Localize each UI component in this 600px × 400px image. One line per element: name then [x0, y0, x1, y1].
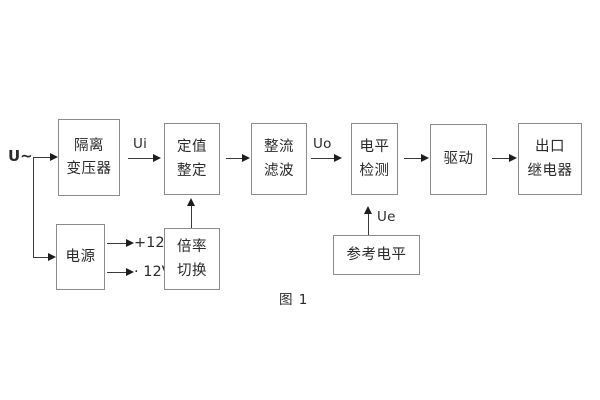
connector-source-to-transformer [33, 157, 51, 159]
arrow-rectify-to-level-detect [334, 154, 342, 162]
arrow-rail-positive [126, 239, 134, 247]
block-rectify-filter-line-2: 滤波 [264, 162, 294, 179]
block-ratio-switch: 倍率 切换 [164, 228, 220, 290]
block-power-supply-label: 电源 [65, 248, 96, 265]
connector-rail-negative [107, 272, 127, 274]
block-driver-label: 驱动 [443, 151, 474, 168]
block-isolation-transformer-line-1: 隔离 [74, 137, 104, 154]
block-level-detect: 电平 检测 [351, 123, 398, 195]
block-isolation-transformer: 隔离 变压器 [58, 119, 120, 196]
block-rectify-filter: 整流 滤波 [251, 123, 307, 195]
block-output-relay-line-2: 继电器 [527, 162, 573, 179]
block-setting-value-line-1: 定值 [177, 139, 207, 155]
block-setting-value-line-2: 整定 [177, 162, 207, 179]
block-isolation-transformer-line-2: 变压器 [66, 161, 112, 177]
connector-reference-to-level-detect [368, 213, 370, 235]
block-output-relay: 出口 继电器 [518, 123, 582, 195]
figure-caption: 图 1 [279, 292, 309, 308]
block-setting-value: 定值 整定 [164, 123, 220, 195]
block-level-detect-line-1: 电平 [359, 139, 390, 155]
connector-rail-positive [107, 243, 127, 245]
signal-label-ue: Ue [377, 209, 396, 225]
block-driver: 驱动 [430, 124, 487, 195]
block-ratio-switch-line-1: 倍率 [177, 239, 207, 255]
connector-level-detect-to-driver [404, 158, 422, 160]
connector-transformer-to-setting [128, 158, 154, 160]
arrow-reference-to-level-detect [364, 206, 372, 214]
rail-label-negative: · 12V [134, 264, 172, 280]
arrow-setting-to-rectify [242, 154, 250, 162]
arrow-level-detect-to-driver [421, 154, 429, 162]
connector-rectify-to-level-detect [311, 158, 335, 160]
arrow-source-to-power-supply [48, 253, 56, 261]
source-label-u: U~ [8, 147, 33, 165]
connector-ratio-switch-to-setting [191, 205, 193, 228]
arrow-source-to-transformer [50, 153, 58, 161]
arrow-transformer-to-setting [153, 154, 161, 162]
signal-label-ui: Ui [133, 136, 148, 152]
block-power-supply: 电源 [56, 224, 105, 290]
block-level-detect-line-2: 检测 [359, 162, 390, 179]
connector-setting-to-rectify [226, 158, 244, 160]
arrow-rail-negative [126, 268, 134, 276]
connector-driver-to-output-relay [492, 158, 510, 160]
arrow-driver-to-output-relay [509, 154, 517, 162]
signal-label-uo: Uo [313, 136, 332, 152]
block-rectify-filter-line-1: 整流 [264, 139, 294, 155]
block-ratio-switch-line-2: 切换 [177, 262, 207, 279]
block-reference-level: 参考电平 [333, 235, 420, 275]
block-output-relay-line-1: 出口 [535, 139, 565, 155]
connector-source-branch-vertical [33, 157, 35, 258]
connector-source-to-power-supply [33, 257, 49, 259]
arrow-ratio-switch-to-setting [187, 198, 195, 206]
block-reference-level-label: 参考电平 [346, 246, 407, 263]
